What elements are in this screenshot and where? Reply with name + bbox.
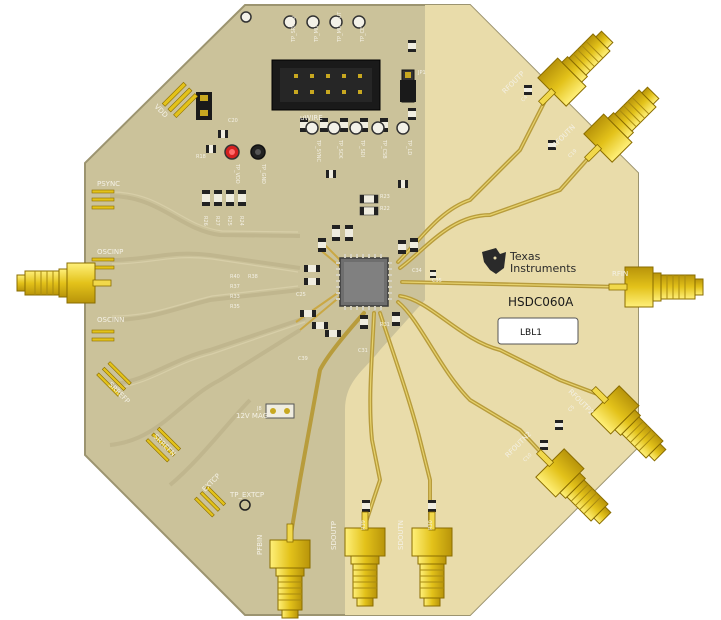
- refdes-c31: C31: [358, 348, 368, 354]
- refdes-r27: R27: [214, 216, 220, 226]
- refdes-r26: R26: [202, 216, 208, 226]
- refdes-r30: R30: [428, 520, 434, 530]
- center-ic: [336, 254, 392, 310]
- test-point-vdd: [224, 144, 240, 160]
- refdes-r40: R40: [230, 274, 240, 280]
- refdes-c5: C5: [567, 404, 576, 413]
- refdes-r23: R23: [380, 194, 390, 200]
- label-tp-muxout: TP_MUXOUT: [337, 11, 343, 43]
- refdes-c4: C4: [520, 94, 529, 103]
- refdes-c39: C39: [298, 356, 308, 362]
- label-sdoutp: SDOUTP: [330, 521, 338, 550]
- label-oscinn: OSCINN: [97, 316, 124, 324]
- sma-rfoutp: [526, 22, 622, 118]
- ti-brand-line1: Texas: [509, 250, 541, 263]
- mag-header: [265, 403, 295, 419]
- label-uwire: uWIRE: [300, 114, 323, 122]
- label-tp-sync: TP_SYNC: [315, 139, 321, 163]
- refdes-r35: R35: [230, 304, 240, 310]
- label-psync: PSYNC: [97, 180, 120, 188]
- refdes-r24: R24: [238, 216, 244, 226]
- label-tp-csb: TP_CSB: [381, 139, 387, 159]
- smd-passives: [202, 40, 563, 512]
- uwire-header: [271, 59, 381, 111]
- refdes-j8: J8: [256, 406, 262, 412]
- refdes-c10: C10: [522, 452, 533, 463]
- refdes-c35: C35: [432, 278, 442, 284]
- refdes-r33: R33: [230, 294, 240, 300]
- refdes-r37: R37: [230, 284, 240, 290]
- label-sdoutn: SDOUTN: [397, 520, 405, 550]
- test-point-extcp: [239, 499, 251, 511]
- refdes-r39: R39: [361, 520, 367, 530]
- label-tp-sdi: TP_SDI: [359, 139, 365, 157]
- refdes-r18: R18: [196, 154, 206, 160]
- label-tp-ld: TP_LD: [406, 139, 412, 155]
- ti-logo: Texas Instruments: [482, 248, 577, 275]
- vdd-header: [196, 92, 212, 120]
- refdes-c19: C19: [567, 148, 578, 159]
- label-tp-sck: TP_SCK: [337, 139, 343, 159]
- label-tp-srreq: TP_SRREQ: [291, 16, 297, 43]
- label-tp-gnd: TP_GND: [260, 163, 266, 184]
- refdes-r22: R22: [380, 206, 390, 212]
- label-tp-mute: TP_MUTE: [314, 19, 320, 43]
- header-pins-left: [91, 81, 227, 518]
- ti-brand-line2: Instruments: [510, 262, 577, 275]
- refdes-c20: C20: [228, 118, 238, 124]
- refdes-r25: R25: [226, 216, 232, 226]
- label-tp-ce: TP_CE: [360, 27, 366, 43]
- label-tp-extcp: TP_EXTCP: [229, 491, 264, 499]
- refdes-r38: R38: [248, 274, 258, 280]
- test-point-gnd: [250, 144, 266, 160]
- refdes-r31: R31: [380, 322, 390, 328]
- jp1-jumper: [400, 69, 416, 103]
- label-rfin: RFIN: [612, 270, 628, 278]
- board-part-number: HSDC060A: [508, 295, 574, 309]
- test-point-rings: [240, 11, 410, 135]
- refdes-c25: C25: [296, 292, 306, 298]
- refdes-c34: C34: [412, 268, 422, 274]
- label-box: LBL1: [497, 317, 579, 345]
- label-tp-vdd: TP_VDD: [234, 163, 240, 184]
- label-box-text: LBL1: [520, 328, 542, 338]
- refdes-jp1: JP1: [417, 70, 426, 76]
- label-pfbin: PFBIN: [256, 535, 264, 555]
- label-oscinp: OSCINP: [97, 248, 123, 256]
- label-12v-mag: 12V MAG: [236, 412, 268, 420]
